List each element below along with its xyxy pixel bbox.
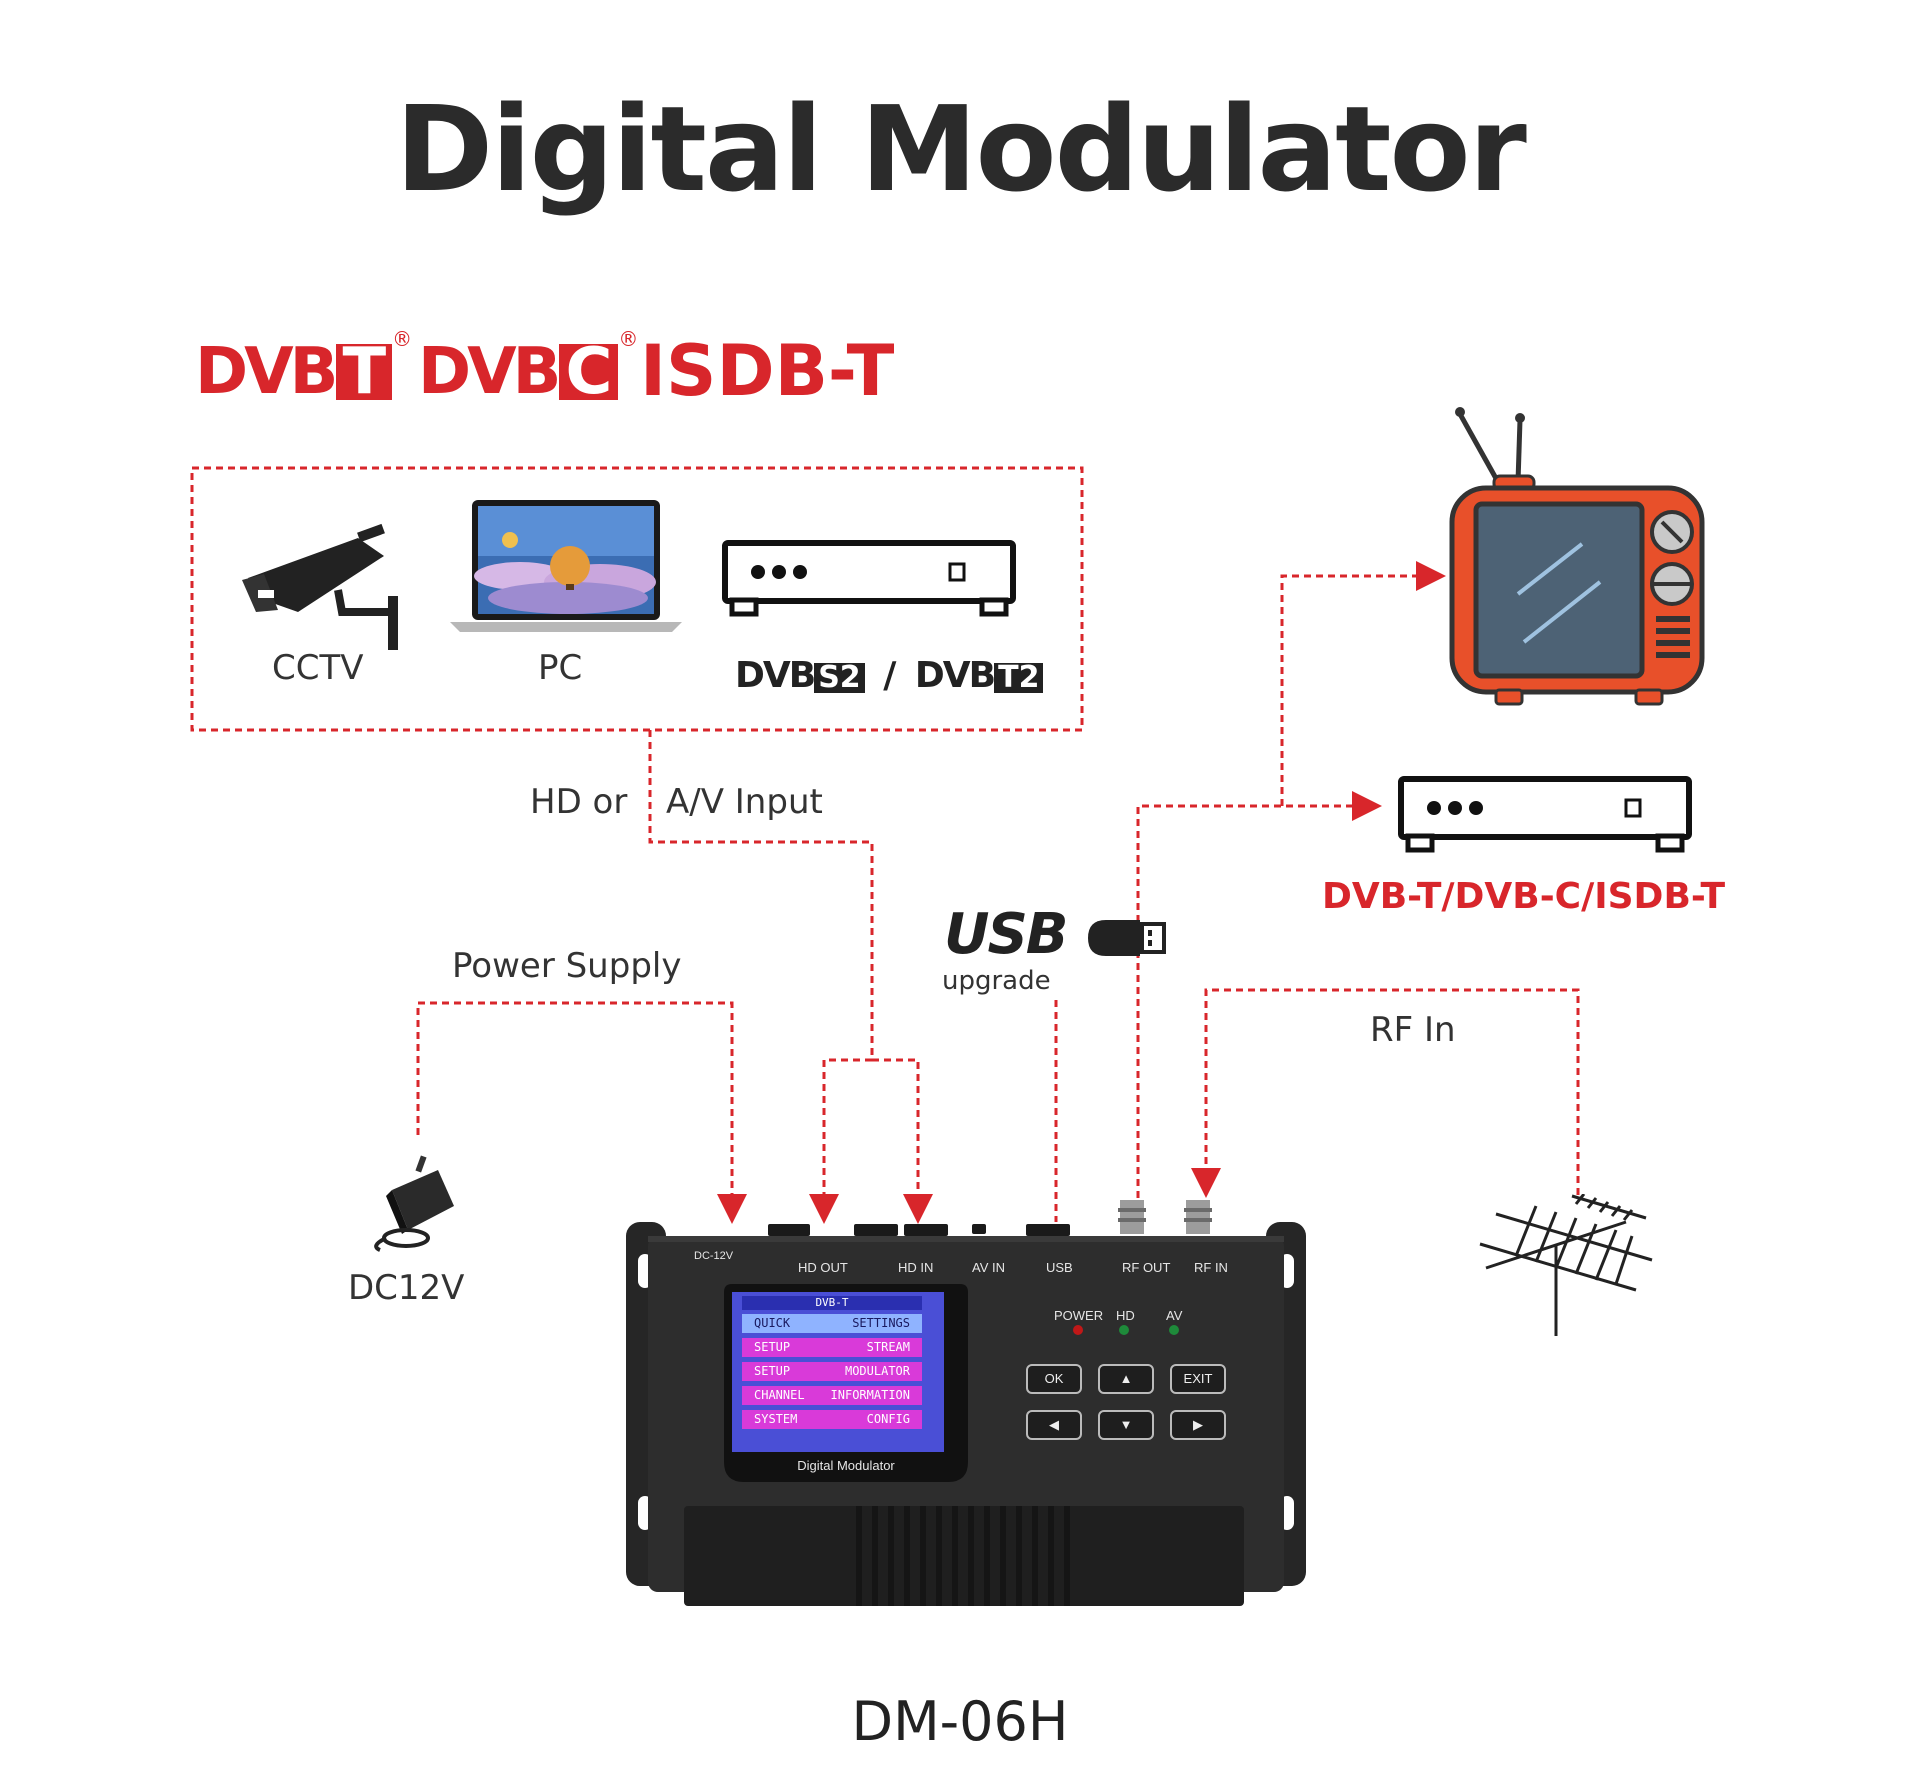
left-button[interactable]: ◀: [1026, 1410, 1082, 1440]
set-top-box-icon: [722, 540, 1016, 617]
up-button[interactable]: ▲: [1098, 1364, 1154, 1394]
antenna-icon: [1479, 1194, 1653, 1336]
hd-input-label: HD or: [530, 782, 628, 822]
port-rf-in-label: RF IN: [1194, 1260, 1228, 1275]
av-input-label: A/V Input: [666, 782, 823, 822]
cctv-camera-icon: [242, 523, 398, 650]
right-button[interactable]: ▶: [1170, 1410, 1226, 1440]
led-av-label: AV: [1166, 1308, 1183, 1323]
receiver-standards-label: DVB-T/DVB-C/ISDB-T: [1322, 876, 1726, 917]
rf-in-label: RF In: [1370, 1010, 1456, 1050]
usb-logo: USB: [944, 902, 1168, 967]
television-icon: [1449, 407, 1705, 706]
model-label: DM-06H: [851, 1690, 1069, 1753]
usb-upgrade-label: upgrade: [942, 966, 1051, 996]
port-usb-label: USB: [1046, 1260, 1073, 1275]
isdbt-logo: ISDB-T: [640, 330, 895, 412]
pc-label: PC: [538, 648, 583, 688]
port-rf-out-label: RF OUT: [1122, 1260, 1171, 1275]
power-adapter-icon: [374, 1155, 454, 1252]
exit-button[interactable]: EXIT: [1170, 1364, 1226, 1394]
page-title: Digital Modulator: [395, 80, 1527, 218]
port-hd-out-label: HD OUT: [798, 1260, 848, 1275]
port-av-in-label: AV IN: [972, 1260, 1005, 1275]
power-supply-label: Power Supply: [452, 946, 682, 986]
port-dc-label: DC-12V: [694, 1250, 734, 1262]
usb-plug-icon: [1088, 919, 1166, 956]
ok-button[interactable]: OK: [1026, 1364, 1082, 1394]
dc12v-label: DC12V: [348, 1268, 465, 1308]
cctv-label: CCTV: [272, 648, 364, 688]
screen-header: DVB-T: [742, 1296, 922, 1310]
digital-modulator-device: DC-12V HD OUT HD IN AV IN USB RF OUT RF …: [626, 1200, 1306, 1620]
laptop-icon: [450, 500, 682, 632]
input-sources-frame: [190, 466, 1084, 732]
led-hd-label: HD: [1116, 1308, 1135, 1323]
receiver-box-icon: [1398, 776, 1692, 853]
led-power-label: POWER: [1054, 1308, 1104, 1323]
down-button[interactable]: ▼: [1098, 1410, 1154, 1440]
port-hd-in-label: HD IN: [898, 1260, 934, 1275]
screen-footer-label: Digital Modulator: [797, 1458, 895, 1473]
